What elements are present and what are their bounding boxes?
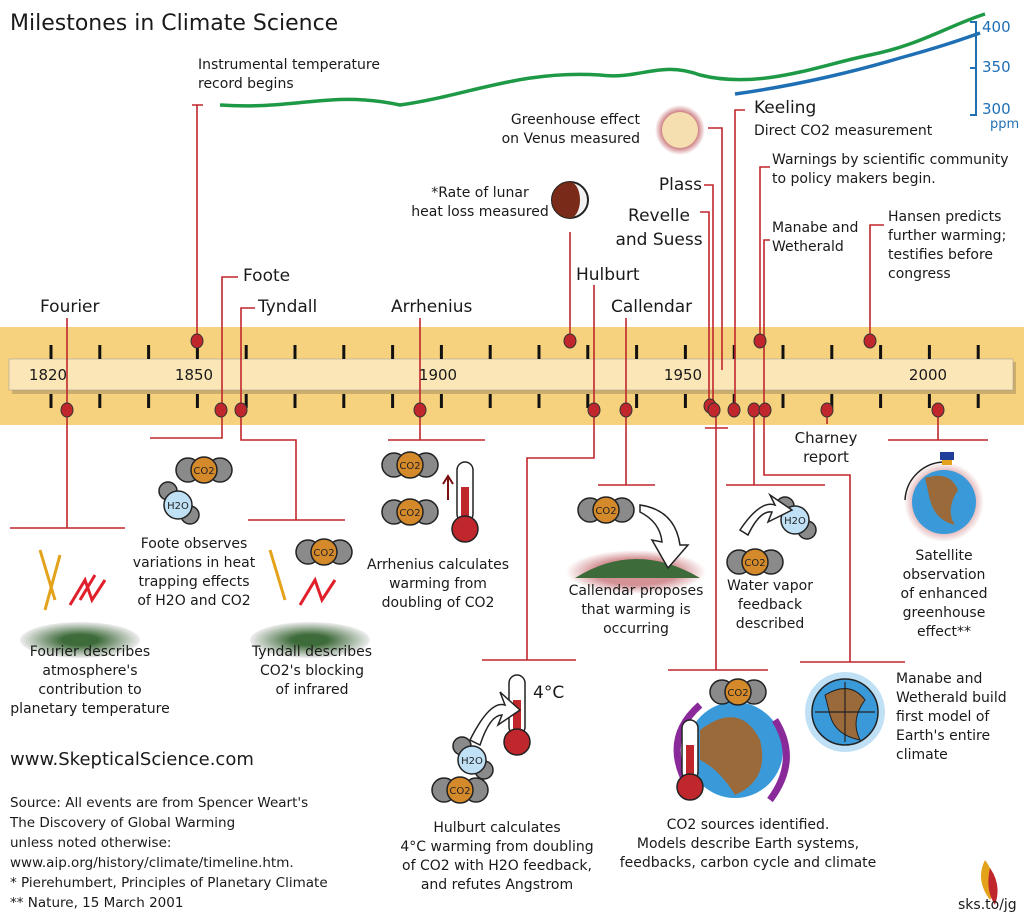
sks-flame-logo	[981, 860, 998, 905]
tyndall-label: Tyndall	[258, 297, 318, 317]
fourier-radiation-icon	[20, 549, 140, 658]
ppm-tick: 350	[982, 58, 1011, 76]
satellite-earth-icon	[904, 452, 984, 542]
year-label: 1820	[28, 366, 68, 384]
year-label: 1850	[174, 366, 214, 384]
hulburt-label: Hulburt	[576, 265, 640, 285]
arrhenius-label: Arrhenius	[391, 297, 473, 317]
ppm-tick: 300	[982, 100, 1011, 118]
page-title: Milestones in Climate Science	[10, 11, 339, 36]
callendar-label: Callendar	[611, 297, 693, 317]
foote-label: Foote	[243, 266, 291, 286]
timeline-bar	[8, 358, 1014, 391]
four-degrees-label: 4°C	[533, 683, 565, 703]
callendar-icon	[566, 496, 706, 594]
year-label: 1950	[663, 366, 703, 384]
keeling-description: Direct CO2 measurement	[754, 123, 933, 139]
year-label: 2000	[908, 366, 948, 384]
temperature-curve	[219, 12, 986, 108]
water-vapor-icon	[726, 492, 817, 576]
co2-curve	[734, 31, 981, 96]
ppm-tick: 400	[982, 18, 1011, 36]
puzzle-earth-icon	[805, 672, 885, 752]
year-label: 1900	[418, 366, 458, 384]
plass-label: Plass	[658, 175, 702, 195]
fourier-label: Fourier	[40, 297, 100, 317]
short-link[interactable]: sks.to/jg	[958, 897, 1017, 913]
tyndall-radiation-icon	[250, 538, 370, 658]
co2-sources-description: CO2 sources identified.Models describe E…	[619, 817, 877, 871]
website-link[interactable]: www.SkepticalScience.com	[10, 749, 254, 770]
keeling-label: Keeling	[754, 98, 817, 118]
ppm-unit: ppm	[990, 117, 1020, 132]
ppm-axis	[970, 21, 977, 116]
co2-cycle-earth-icon	[673, 678, 790, 803]
hulburt-icon	[431, 674, 531, 804]
moon-icon	[551, 181, 589, 219]
source-notes: Source: All events are from Spencer Wear…	[10, 795, 328, 911]
event-dots	[60, 333, 945, 418]
arrow-up-icon	[442, 474, 454, 500]
